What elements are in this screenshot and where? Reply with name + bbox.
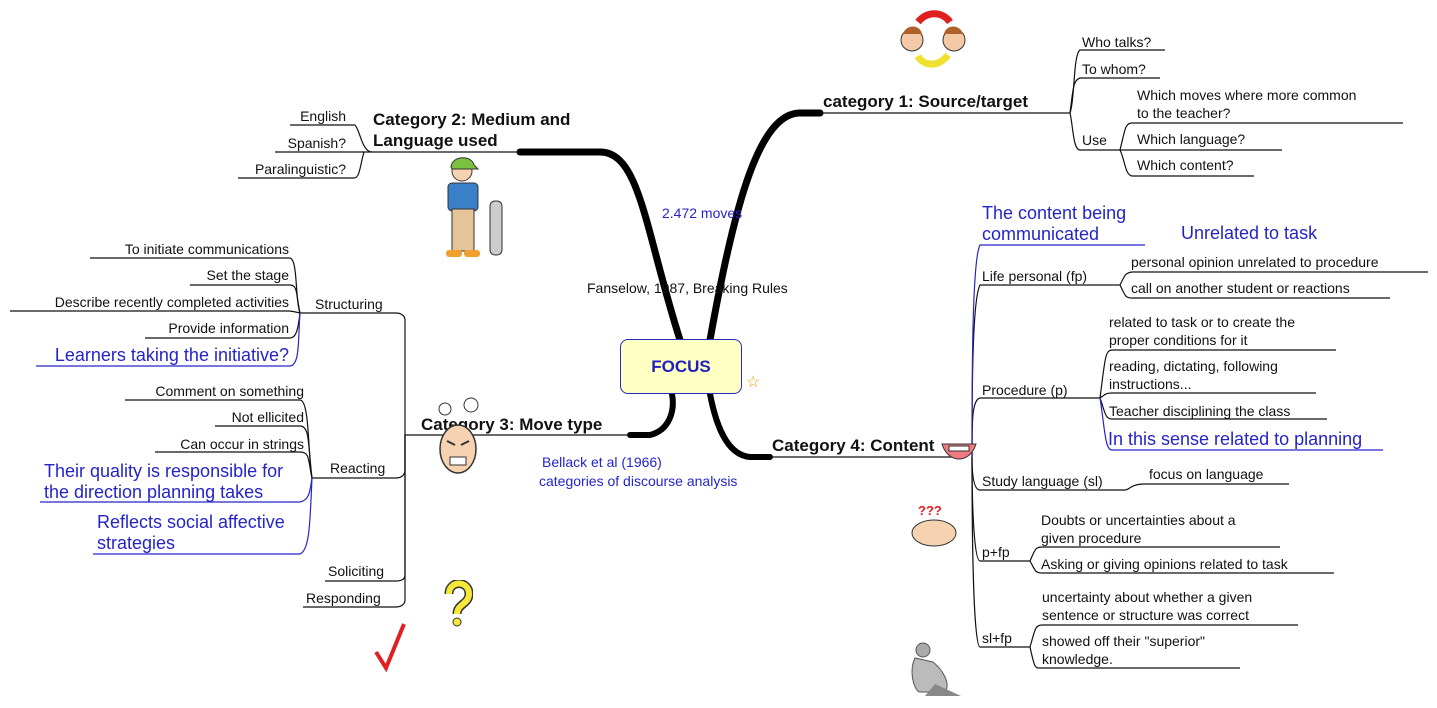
- cat4-slfp[interactable]: sl+fp: [982, 630, 1012, 646]
- cat1-title[interactable]: category 1: Source/target: [823, 92, 1029, 111]
- thinker-statue-icon: [911, 642, 961, 696]
- cat2-paralinguistic[interactable]: Paralinguistic?: [254, 161, 346, 177]
- procedure-note[interactable]: In this sense related to planning: [1108, 429, 1363, 449]
- procedure-item-2-line2: instructions...: [1109, 376, 1192, 392]
- cat4-unrelated-note[interactable]: Unrelated to task: [1181, 223, 1318, 243]
- cat1-use[interactable]: Use: [1082, 132, 1107, 148]
- slfp-item-1-line2: sentence or structure was correct: [1042, 607, 1249, 623]
- cat3-reacting[interactable]: Reacting: [330, 460, 386, 476]
- branch-cat3: [627, 391, 676, 438]
- bellack-citation: Bellack et al (1966): [542, 454, 662, 470]
- procedure-item-2[interactable]: reading, dictating, following: [1109, 358, 1278, 374]
- svg-text:???: ???: [918, 503, 942, 518]
- procedure-item-1-line2: proper conditions for it: [1109, 332, 1248, 348]
- structuring-item[interactable]: Set the stage: [206, 267, 289, 283]
- cat4-study-language[interactable]: Study language (sl): [982, 473, 1103, 489]
- procedure-item-3[interactable]: Teacher disciplining the class: [1109, 403, 1291, 419]
- cat3-structuring[interactable]: Structuring: [315, 296, 383, 312]
- pfp-item-1[interactable]: Doubts or uncertainties about a: [1041, 512, 1236, 528]
- source-citation: Fanselow, 1987, Breaking Rules: [587, 280, 788, 296]
- cat1-to-whom[interactable]: To whom?: [1082, 61, 1146, 77]
- cat2-english[interactable]: English: [300, 108, 346, 124]
- cat4-pfp[interactable]: p+fp: [982, 544, 1010, 560]
- question-mark-icon: [444, 580, 473, 627]
- slfp-item-1[interactable]: uncertainty about whether a given: [1042, 589, 1253, 605]
- life-item[interactable]: call on another student or reactions: [1131, 280, 1350, 296]
- reacting-item[interactable]: Comment on something: [155, 383, 304, 399]
- bellack-subtitle: categories of discourse analysis: [539, 473, 738, 489]
- cat4-note-line2: communicated: [982, 224, 1100, 244]
- pfp-item-1-line2: given procedure: [1041, 530, 1142, 546]
- branch-cat1: [706, 109, 824, 344]
- central-node-focus[interactable]: FOCUS: [620, 339, 742, 394]
- cat3-soliciting[interactable]: Soliciting: [328, 563, 385, 579]
- pfp-item-2[interactable]: Asking or giving opinions related to tas…: [1041, 556, 1288, 572]
- slfp-item-2-line2: knowledge.: [1042, 651, 1113, 667]
- reacting-item[interactable]: Not ellicited: [231, 409, 304, 425]
- reacting-note-social-2: strategies: [97, 533, 176, 553]
- reacting-note-social[interactable]: Reflects social affective: [97, 512, 285, 532]
- life-item[interactable]: personal opinion unrelated to procedure: [1131, 254, 1379, 270]
- structuring-item[interactable]: Describe recently completed activities: [54, 294, 289, 310]
- cat2-title-line1[interactable]: Category 2: Medium and: [373, 110, 571, 129]
- cat2-spanish[interactable]: Spanish?: [287, 135, 346, 151]
- reacting-note-quality[interactable]: Their quality is responsible for: [44, 461, 284, 481]
- reacting-item[interactable]: Can occur in strings: [180, 436, 304, 452]
- confused-face-icon: ???: [911, 503, 957, 547]
- procedure-item-1[interactable]: related to task or to create the: [1109, 314, 1295, 330]
- cat1-use-moves-line2[interactable]: to the teacher?: [1137, 105, 1231, 121]
- branch-cat4: [707, 391, 773, 460]
- two-people-cycle-icon: [900, 10, 966, 68]
- skater-boy-icon: [446, 157, 503, 257]
- cat4-note-line1[interactable]: The content being: [982, 203, 1127, 223]
- reacting-note-quality-2: the direction planning takes: [44, 482, 264, 502]
- cat4-title[interactable]: Category 4: Content: [772, 436, 935, 455]
- structuring-item[interactable]: To initiate communications: [124, 241, 289, 257]
- cat1-use-language[interactable]: Which language?: [1137, 131, 1246, 147]
- cat3-responding[interactable]: Responding: [306, 590, 381, 606]
- angry-face-icon: [438, 397, 479, 474]
- cat2-title-line2[interactable]: Language used: [373, 131, 498, 150]
- moves-count: 2.472 moves: [662, 205, 743, 221]
- cat1-use-content[interactable]: Which content?: [1137, 157, 1234, 173]
- cat1-use-moves-line1[interactable]: Which moves where more common: [1137, 87, 1357, 103]
- smiling-mouth-icon: [941, 443, 977, 460]
- cat4-procedure[interactable]: Procedure (p): [982, 382, 1068, 398]
- branch-cat2: [516, 148, 684, 344]
- structuring-note[interactable]: Learners taking the initiative?: [54, 345, 289, 365]
- study-item[interactable]: focus on language: [1149, 466, 1264, 482]
- cat1-who-talks[interactable]: Who talks?: [1082, 34, 1152, 50]
- cat4-life-personal[interactable]: Life personal (fp): [982, 268, 1088, 284]
- slfp-item-2[interactable]: showed off their "superior": [1042, 633, 1205, 649]
- star-icon: ☆: [746, 374, 761, 391]
- checkmark-icon: [374, 623, 406, 672]
- structuring-item[interactable]: Provide information: [168, 320, 289, 336]
